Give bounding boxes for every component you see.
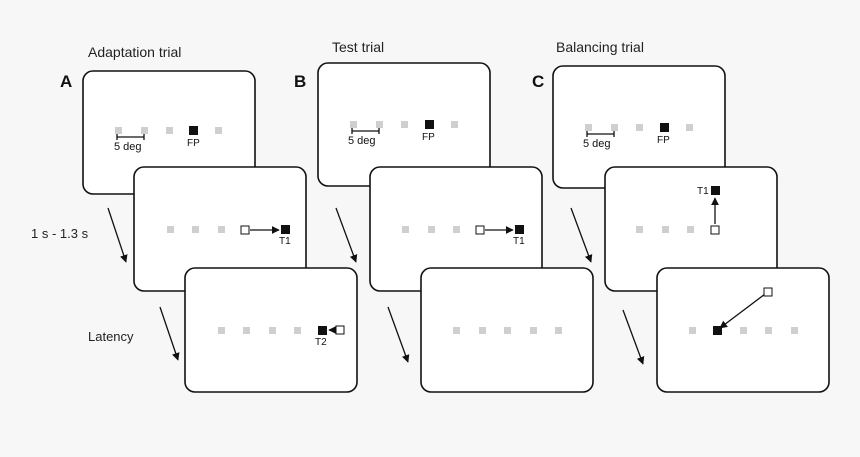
placeholder-dot — [294, 327, 301, 334]
panel-a-letter: A — [60, 72, 72, 91]
target-t1 — [711, 186, 720, 195]
target-t1 — [515, 225, 524, 234]
timeline-arrow — [159, 306, 180, 361]
fixation-point — [660, 123, 669, 132]
placeholder-dot — [141, 127, 148, 134]
placeholder-dot — [243, 327, 250, 334]
fp-label: FP — [657, 135, 670, 146]
placeholder-dot — [401, 121, 408, 128]
placeholder-dot — [662, 226, 669, 233]
placeholder-dot — [689, 327, 696, 334]
placeholder-dot — [636, 226, 643, 233]
placeholder-dot — [555, 327, 562, 334]
panel-b-letter: B — [294, 72, 306, 91]
panel-c-title: Balancing trial — [556, 39, 644, 55]
placeholder-dot — [218, 226, 225, 233]
placeholder-dot — [530, 327, 537, 334]
placeholder-dot — [740, 327, 747, 334]
latency-label: Latency — [88, 329, 134, 344]
panel-b: Test trial B 5 deg FP T1 — [294, 39, 594, 393]
timeline-arrow — [387, 306, 410, 363]
placeholder-dot — [585, 124, 592, 131]
placeholder-dot — [686, 124, 693, 131]
placeholder-dot — [687, 226, 694, 233]
t1-label: T1 — [279, 236, 291, 247]
placeholder-dot — [453, 327, 460, 334]
placeholder-dot — [376, 121, 383, 128]
placeholder-dot — [402, 226, 409, 233]
placeholder-dot — [166, 127, 173, 134]
placeholder-dot — [192, 226, 199, 233]
placeholder-dot — [636, 124, 643, 131]
previous-fixation-marker — [710, 225, 720, 235]
placeholder-dot — [765, 327, 772, 334]
placeholder-dot — [791, 327, 798, 334]
previous-target-marker — [763, 287, 773, 297]
fp-label: FP — [422, 132, 435, 143]
placeholder-dot — [215, 127, 222, 134]
scale-label: 5 deg — [348, 135, 376, 147]
panel-c: Balancing trial C 5 deg FP T1 — [532, 39, 830, 393]
fp-label: FP — [187, 138, 200, 149]
target-t2 — [318, 326, 327, 335]
previous-target-marker — [335, 325, 345, 335]
fixation-point — [189, 126, 198, 135]
placeholder-dot — [167, 226, 174, 233]
timeline-arrow — [622, 309, 645, 365]
placeholder-dot — [269, 327, 276, 334]
balancing-target — [713, 326, 722, 335]
scale-label: 5 deg — [583, 138, 611, 150]
placeholder-dot — [504, 327, 511, 334]
scale-label: 5 deg — [114, 141, 142, 153]
oblique-saccade-arrow — [719, 293, 766, 329]
placeholder-dot — [218, 327, 225, 334]
placeholder-dot — [453, 226, 460, 233]
timeline-arrow — [107, 207, 128, 263]
placeholder-dot — [479, 327, 486, 334]
previous-fixation-marker — [475, 225, 485, 235]
t1-label: T1 — [697, 186, 709, 197]
panel-c-letter: C — [532, 72, 544, 91]
placeholder-dot — [115, 127, 122, 134]
previous-fixation-marker — [240, 225, 250, 235]
interval-label: 1 s - 1.3 s — [31, 226, 89, 241]
target-t1 — [281, 225, 290, 234]
fixation-point — [425, 120, 434, 129]
t2-label: T2 — [315, 337, 327, 348]
placeholder-dot — [611, 124, 618, 131]
panel-a-title: Adaptation trial — [88, 44, 181, 60]
timeline-arrow — [570, 207, 593, 263]
t1-label: T1 — [513, 236, 525, 247]
panel-b-title: Test trial — [332, 39, 384, 55]
panel-a: Adaptation trial A 5 deg FP T1 T2 — [60, 44, 358, 393]
placeholder-dot — [350, 121, 357, 128]
placeholder-dot — [428, 226, 435, 233]
placeholder-dot — [451, 121, 458, 128]
timeline-arrow — [335, 207, 358, 263]
